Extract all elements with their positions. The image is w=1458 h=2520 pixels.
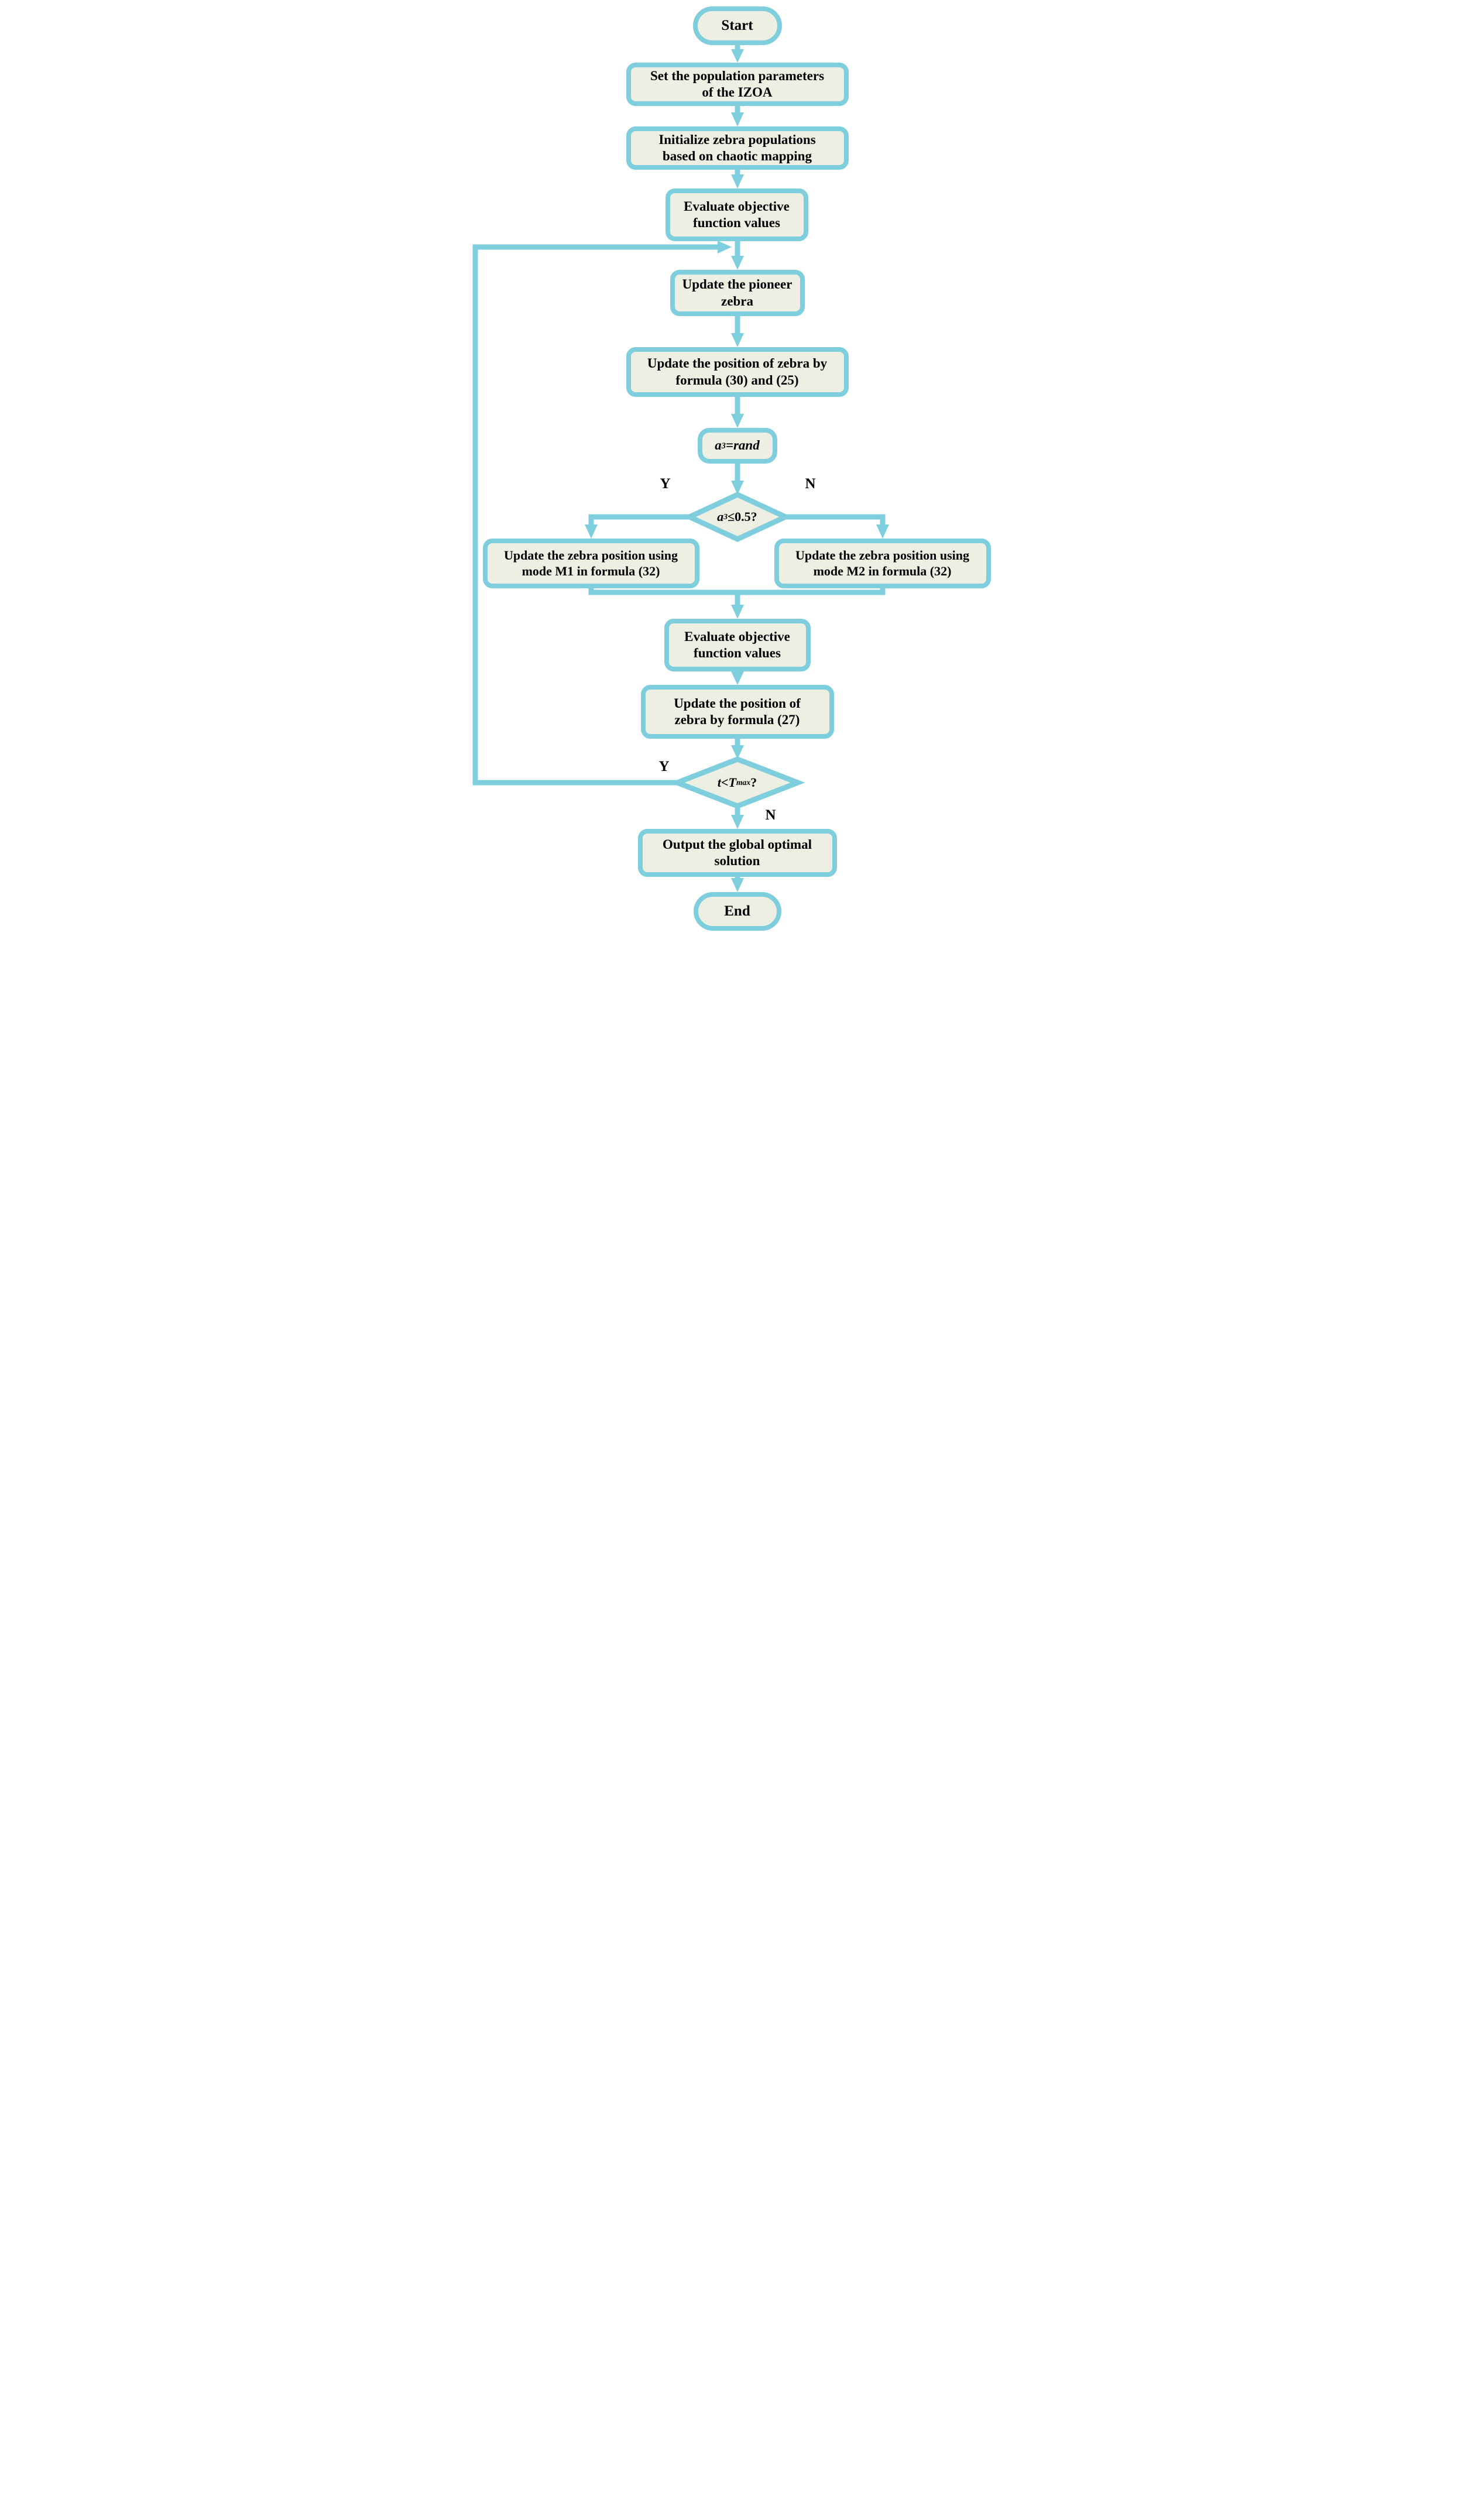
a3-var: a	[715, 438, 722, 453]
update-mode-m2-node: Update the zebra position using mode M2 …	[774, 539, 991, 588]
decision1-no-label: N	[805, 476, 816, 492]
arrowhead	[730, 605, 744, 619]
decision-t-question: ?	[750, 775, 757, 790]
update-position-formula-27-node: Update the position of zebra by formula …	[640, 685, 834, 739]
arrowhead	[730, 878, 744, 892]
decision-a3-diamond	[682, 492, 792, 542]
end-node: End	[693, 892, 781, 931]
decision-tmax-diamond	[670, 756, 805, 809]
evaluate-objective-node-2: Evaluate objective function values	[664, 619, 811, 671]
update-pioneer-zebra-node: Update the pioneer zebra	[670, 270, 805, 316]
decision2-no-label: N	[765, 807, 776, 823]
arrowhead	[730, 112, 744, 126]
decision-t-operator: <	[721, 775, 729, 790]
decision-a3-condition: ≤0.5?	[728, 509, 757, 524]
output-solution-node: Output the global optimal solution	[637, 829, 837, 877]
arrowhead	[876, 524, 889, 539]
arrowhead	[730, 414, 744, 428]
arrowhead	[730, 745, 744, 759]
arrowhead	[730, 815, 744, 829]
arrowhead	[730, 49, 744, 63]
decision1-yes-label: Y	[660, 476, 671, 492]
a3-rest: =rand	[725, 438, 760, 453]
decision2-yes-label: Y	[658, 759, 670, 774]
arrowhead	[730, 174, 744, 188]
set-parameters-node: Set the population parameters of the IZO…	[626, 63, 849, 106]
connector-layer	[472, 44, 889, 892]
decision-t-tvar: T	[728, 775, 736, 790]
decision-a3-var: a	[717, 509, 724, 524]
edge-decision1-m1-yes	[588, 514, 689, 525]
arrowhead	[730, 333, 744, 347]
arrowhead	[717, 241, 732, 253]
update-position-formula-30-25-node: Update the position of zebra by formula …	[626, 347, 849, 397]
edge-decision1-m2-no	[785, 514, 885, 525]
arrowhead	[584, 524, 598, 539]
start-node: Start	[692, 6, 782, 45]
edge-m2-merge	[737, 588, 885, 595]
arrowhead	[730, 671, 744, 685]
initialize-populations-node: Initialize zebra populations based on ch…	[626, 126, 849, 170]
update-mode-m1-node: Update the zebra position using mode M1 …	[482, 539, 699, 588]
evaluate-objective-node-1: Evaluate objective function values	[665, 188, 808, 241]
flowchart-izoa: Start Set the population parameters of t…	[459, 0, 999, 933]
edge-m1-merge	[588, 588, 737, 595]
arrowhead	[730, 481, 744, 495]
edge-decision2-loopback-yes	[472, 244, 718, 786]
decision-t-var: t	[717, 775, 721, 790]
arrowhead	[730, 256, 744, 270]
